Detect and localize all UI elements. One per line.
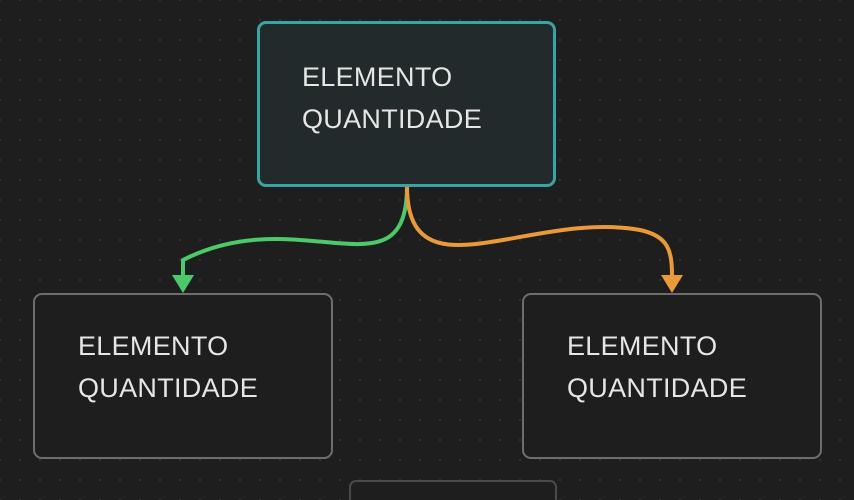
node-right-line1: ELEMENTO (567, 331, 718, 361)
arrowhead-right-icon (661, 275, 683, 293)
arrowhead-left-icon (172, 275, 194, 293)
node-root-line1: ELEMENTO (302, 62, 453, 92)
node-root-line2: QUANTIDADE (302, 104, 483, 134)
node-left-line2: QUANTIDADE (78, 373, 259, 403)
edge-root-to-right (405, 184, 674, 278)
node-left-child[interactable]: ELEMENTO QUANTIDADE (33, 293, 333, 459)
edge-root-to-left (181, 184, 409, 278)
node-right-child[interactable]: ELEMENTO QUANTIDADE (522, 293, 822, 459)
node-root[interactable]: ELEMENTO QUANTIDADE (257, 21, 556, 187)
node-left-line1: ELEMENTO (78, 331, 229, 361)
node-right-line2: QUANTIDADE (567, 373, 748, 403)
partial-node-bottom[interactable] (349, 480, 557, 500)
